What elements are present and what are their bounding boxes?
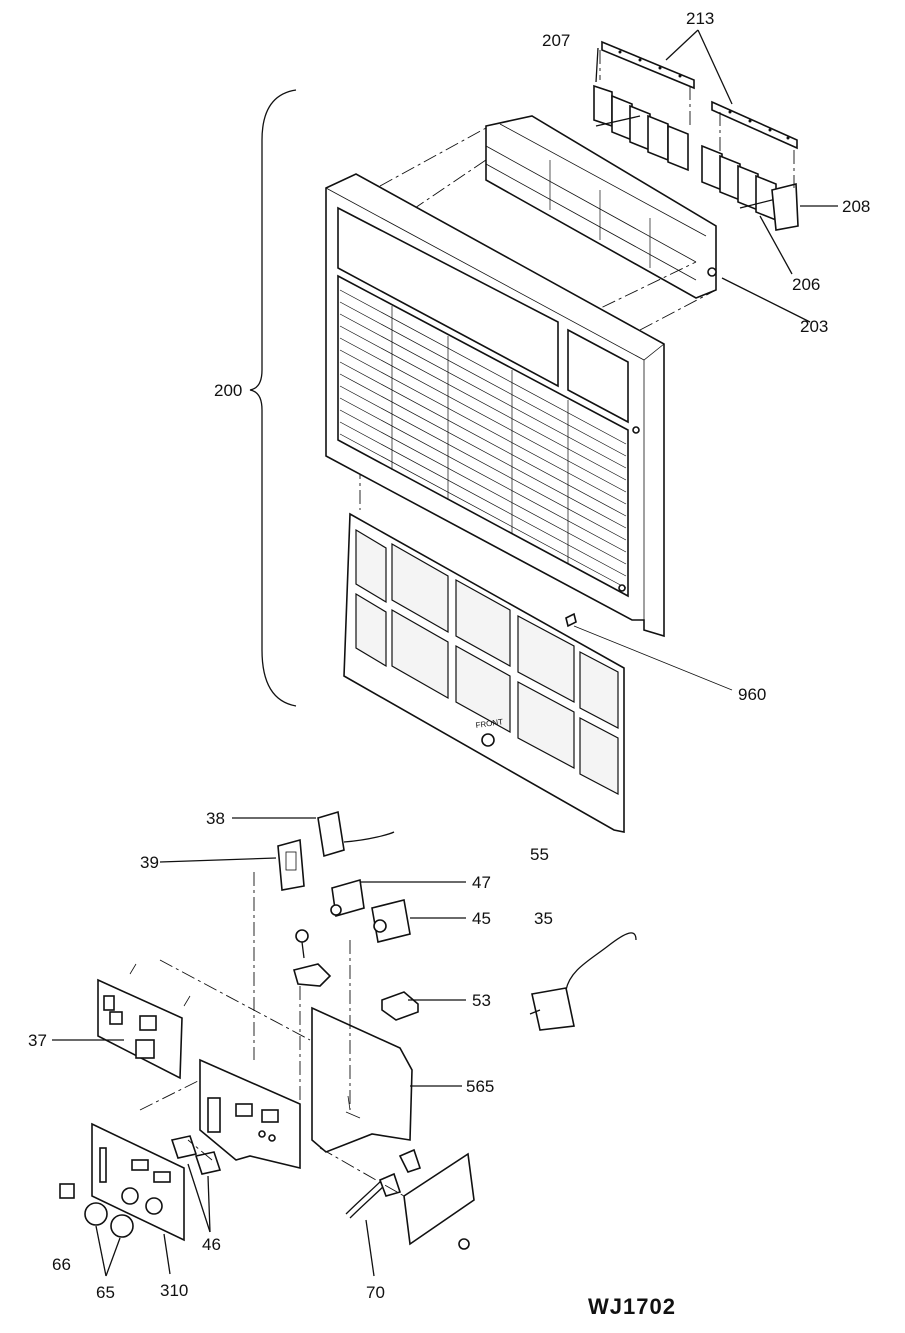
cover-plate	[403, 1152, 475, 1250]
louver-rail-213-lower	[711, 100, 798, 150]
callout-46: 46	[202, 1235, 221, 1254]
control-panel-310	[91, 1122, 185, 1242]
callout-200: 200	[214, 381, 242, 400]
callout-206: 206	[792, 275, 820, 294]
callout-55: 55	[530, 845, 549, 864]
callout-310: 310	[160, 1281, 188, 1300]
callout-38: 38	[206, 809, 225, 828]
callout-203: 203	[800, 317, 828, 336]
screw-top	[295, 929, 309, 959]
callout-65: 65	[96, 1283, 115, 1302]
button-66	[59, 1183, 75, 1199]
callout-35: 35	[534, 909, 553, 928]
control-bracket	[199, 1058, 301, 1170]
filter-front-marking: FRONT	[475, 717, 504, 730]
vane-set-207	[593, 84, 689, 172]
callout-213: 213	[686, 9, 714, 28]
callout-960: 960	[738, 685, 766, 704]
leader-lines	[52, 29, 838, 1277]
thermostat-35	[529, 932, 637, 1031]
callout-70: 70	[366, 1283, 385, 1302]
sensor-38	[317, 810, 395, 858]
screw-960	[565, 612, 577, 628]
holder-39	[277, 838, 305, 891]
louver-rail-213-upper	[601, 40, 695, 90]
callout-37: 37	[28, 1031, 47, 1050]
switch-45	[371, 899, 411, 943]
air-filter-55: FRONT	[343, 512, 625, 833]
louver-frame-203	[485, 115, 717, 299]
assembly-200-brace	[249, 89, 297, 707]
callout-207: 207	[542, 31, 570, 50]
vane-208	[771, 182, 799, 231]
callout-39: 39	[140, 853, 159, 872]
callout-565: 565	[466, 1077, 494, 1096]
callout-45: 45	[472, 909, 491, 928]
knob-65	[84, 1202, 134, 1238]
switch-47	[330, 878, 365, 918]
pcb-37	[97, 963, 191, 1080]
bracket-53	[381, 991, 419, 1021]
callout-208: 208	[842, 197, 870, 216]
callout-47: 47	[472, 873, 491, 892]
clamp	[293, 963, 332, 987]
vane-set-206	[701, 144, 781, 222]
callout-53: 53	[472, 991, 491, 1010]
callout-66: 66	[52, 1255, 71, 1274]
panel-565	[311, 1006, 413, 1153]
drawing-code: WJ1702	[588, 1294, 676, 1319]
grille-slats	[339, 289, 627, 589]
front-grille-frame	[325, 173, 665, 638]
